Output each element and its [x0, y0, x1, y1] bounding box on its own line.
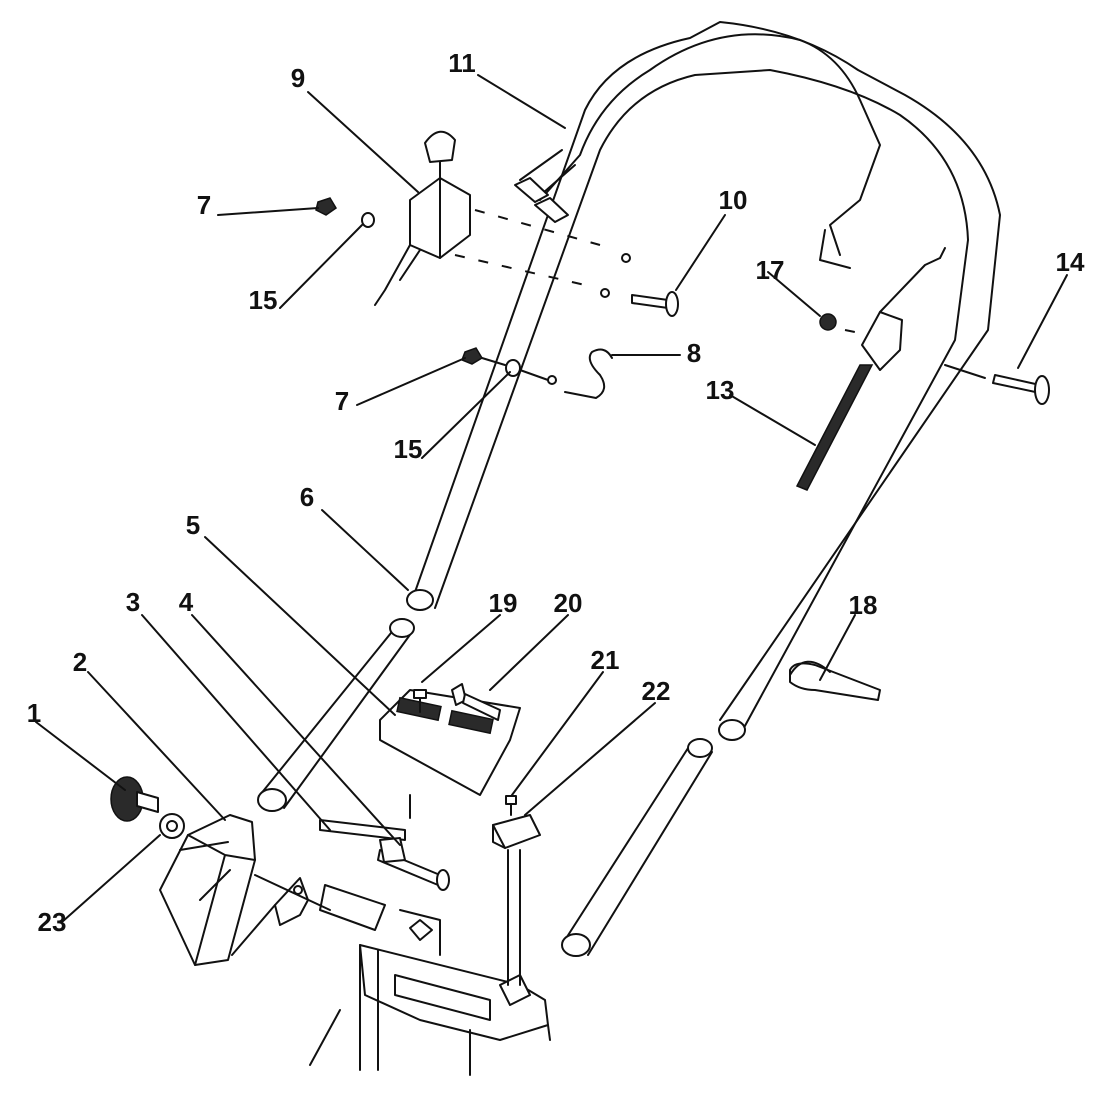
bolt-20	[451, 683, 501, 721]
callout-22: 22	[642, 676, 671, 706]
callout-17: 17	[756, 255, 785, 285]
assembly-line	[481, 357, 549, 381]
callout-1: 1	[27, 698, 41, 728]
callout-7-upper: 7	[197, 190, 211, 220]
callout-18: 18	[849, 590, 878, 620]
l-bracket	[231, 877, 309, 956]
callout-7-lower: 7	[335, 386, 349, 416]
deck-frame	[254, 849, 551, 1076]
leader-lines	[35, 74, 1068, 923]
callouts: 1 2 3 4 5 6 7 7 8 9 10 11 13 14 15 15 17…	[27, 48, 1085, 937]
callout-2: 2	[73, 647, 87, 677]
cable-adjuster	[795, 247, 946, 491]
lower-right-tube	[561, 738, 713, 957]
hook	[564, 348, 613, 399]
callout-11: 11	[448, 48, 476, 78]
assembly-line	[844, 329, 861, 334]
callout-20: 20	[554, 588, 583, 618]
callout-14: 14	[1056, 247, 1085, 277]
lower-left-tube	[257, 618, 415, 812]
callout-15-lower: 15	[394, 434, 423, 464]
callout-6: 6	[300, 482, 314, 512]
nut-middle	[461, 347, 484, 365]
callout-19: 19	[489, 588, 518, 618]
screw-21	[505, 795, 517, 816]
control-lever	[374, 130, 471, 306]
callout-15-upper: 15	[249, 285, 278, 315]
knob	[110, 776, 159, 822]
alignment-line	[474, 209, 601, 246]
upper-handle-tube	[406, 21, 1001, 741]
callout-21: 21	[591, 645, 620, 675]
alignment-line	[454, 254, 586, 286]
nut-17	[819, 313, 837, 331]
callout-5: 5	[186, 510, 200, 540]
screw-19	[413, 689, 427, 713]
bolt	[631, 291, 679, 317]
callout-13: 13	[706, 375, 735, 405]
callout-3: 3	[126, 587, 140, 617]
washer-upper	[361, 212, 375, 228]
callout-10: 10	[719, 185, 748, 215]
bushing	[159, 813, 185, 839]
strap	[789, 660, 881, 701]
nut-upper	[315, 197, 338, 216]
callout-23: 23	[38, 907, 67, 937]
long-bolt	[944, 364, 1050, 405]
block	[492, 814, 541, 849]
cover-plate	[379, 689, 521, 819]
callout-9: 9	[291, 63, 305, 93]
pivot-rod	[319, 819, 450, 891]
bracket-housing	[159, 814, 256, 966]
callout-8: 8	[687, 338, 701, 368]
cable	[514, 33, 881, 269]
callout-4: 4	[179, 587, 194, 617]
